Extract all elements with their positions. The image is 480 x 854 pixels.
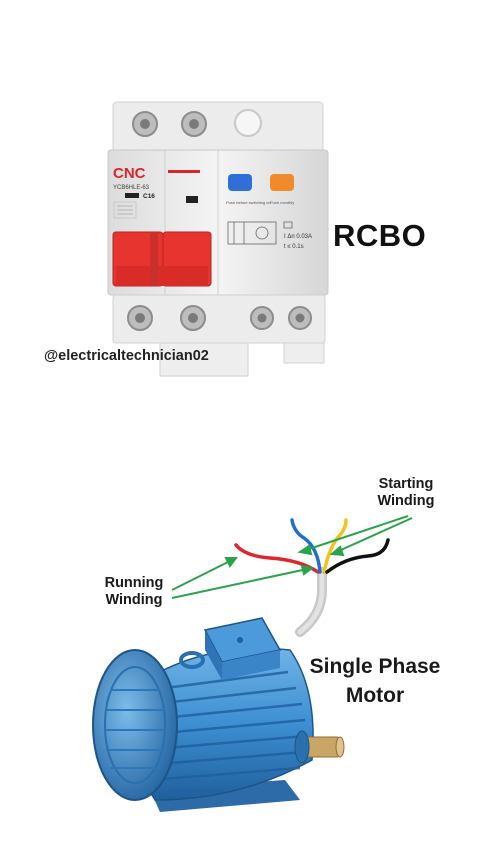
trip-current-text: I Δn 0.03A bbox=[284, 234, 312, 240]
running-winding-line1: Running bbox=[104, 575, 164, 591]
starting-winding-arrows bbox=[297, 515, 413, 557]
wire-blue bbox=[290, 518, 322, 574]
single-phase-motor bbox=[92, 617, 345, 812]
push-before-label: Push before switching on bbox=[226, 200, 271, 205]
watermark-handle: @electricaltechnician02 bbox=[44, 348, 209, 364]
motor-title: Single Phase Motor bbox=[300, 652, 450, 710]
model-text: YCB6HLE-63 bbox=[113, 185, 150, 191]
wire-yellow bbox=[322, 518, 348, 574]
lifting-eye-icon bbox=[179, 651, 205, 669]
rcbo-title: RCBO bbox=[333, 218, 427, 253]
running-winding-line2: Winding bbox=[105, 592, 163, 608]
rcbo-device: CNC YCB6HLE-63 C16 Push before switching… bbox=[107, 101, 329, 377]
push-monthly-label: Push monthly bbox=[270, 200, 294, 205]
motor-title-line1: Single Phase bbox=[309, 655, 441, 678]
test-button[interactable] bbox=[228, 174, 252, 191]
box-screw-icon bbox=[237, 637, 243, 643]
rcbo-schematic-icon bbox=[227, 221, 293, 245]
wire-black bbox=[325, 538, 390, 574]
status-window bbox=[186, 196, 198, 203]
trip-time-text: t ≤ 0.1s bbox=[284, 244, 304, 250]
motor-end-cover bbox=[92, 649, 178, 801]
reset-button[interactable] bbox=[270, 174, 294, 191]
starting-winding-label: Starting Winding bbox=[370, 476, 442, 510]
din-clip bbox=[159, 342, 249, 377]
rating-text: C16 bbox=[143, 193, 155, 200]
motor-title-line2: Motor bbox=[345, 684, 405, 707]
running-winding-label: Running Winding bbox=[98, 575, 170, 609]
starting-winding-line1: Starting bbox=[378, 476, 434, 492]
running-winding-arrows bbox=[171, 557, 315, 599]
indicator-window-icon bbox=[234, 109, 262, 137]
brand-logo: CNC bbox=[113, 165, 146, 182]
starting-winding-line2: Winding bbox=[377, 493, 435, 509]
